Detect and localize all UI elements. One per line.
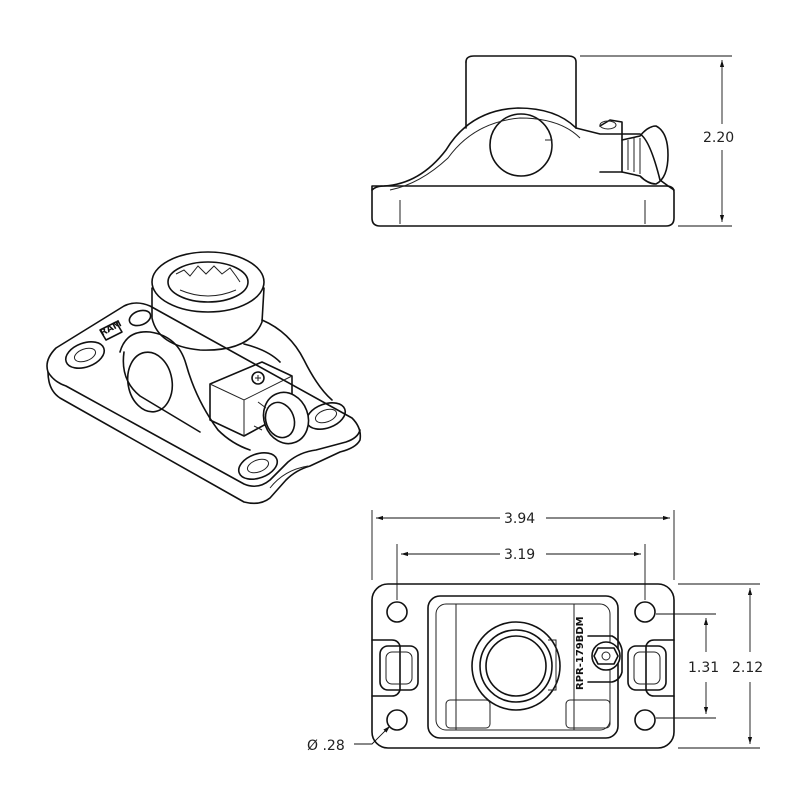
logo-ram: RAM [99,319,124,339]
dimension-overall-height: 2.12 [732,660,763,676]
side-view: 2.20 [371,55,734,227]
dimension-hole-spacing-height: 1.31 [688,660,719,676]
part-label: RPR-179BDM [575,616,586,690]
dimension-overall-width: 3.94 [504,511,535,527]
dimension-hole-diameter: Ø .28 [307,738,345,754]
top-view: RPR-179BDM 3.94 3.19 1.31 2.12 Ø .28 [307,510,763,754]
dimension-hole-spacing-width: 3.19 [504,547,535,563]
isometric-view: RAM [46,251,362,505]
dimension-height-side: 2.20 [703,130,734,146]
